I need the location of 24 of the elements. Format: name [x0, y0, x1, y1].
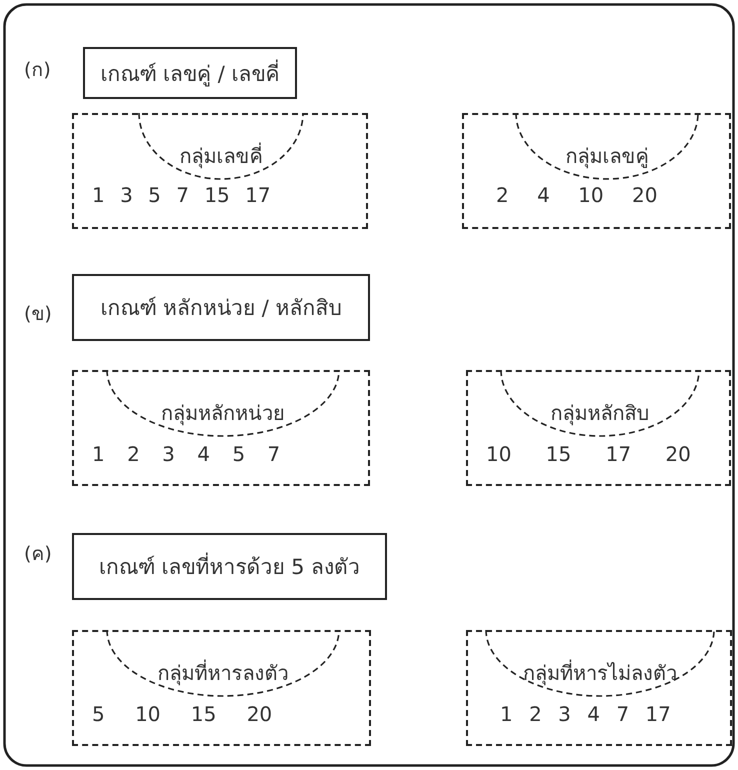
- section-label: (ข): [24, 302, 52, 327]
- section-label: (ก): [24, 58, 51, 83]
- dashed-box: [72, 630, 371, 746]
- dashed-box: [466, 370, 731, 486]
- dashed-box: [72, 113, 368, 229]
- criterion-box: เกณฑ์ หลักหน่วย / หลักสิบ: [72, 274, 370, 341]
- criterion-box: เกณฑ์ เลขคู่ / เลขคี่: [83, 47, 297, 99]
- number-list: 5 10 15 20: [92, 702, 272, 726]
- criterion-box: เกณฑ์ เลขที่หารด้วย 5 ลงตัว: [72, 533, 387, 600]
- group-label: กลุ่มเลขคี่: [178, 142, 264, 170]
- dashed-box: [466, 630, 732, 746]
- number-list: 1 2 3 4 7 17: [500, 702, 671, 726]
- number-list: 10 15 17 20: [486, 442, 691, 466]
- group-label: กลุ่มหลักสิบ: [550, 400, 650, 428]
- section-label: (ค): [24, 542, 52, 567]
- group-label: กลุ่มที่หารไม่ลงตัว: [522, 658, 678, 688]
- dashed-box: [462, 113, 731, 229]
- group-label: กลุ่มเลขคู่: [564, 143, 650, 170]
- number-list: 2 4 10 20: [496, 183, 658, 207]
- number-list: 1 3 5 7 15 17: [92, 183, 271, 207]
- group-label: กลุ่มหลักหน่วย: [160, 400, 286, 428]
- number-list: 1 2 3 4 5 7: [92, 442, 280, 466]
- group-label: กลุ่มที่หารลงตัว: [156, 658, 290, 688]
- dashed-box: [72, 370, 370, 486]
